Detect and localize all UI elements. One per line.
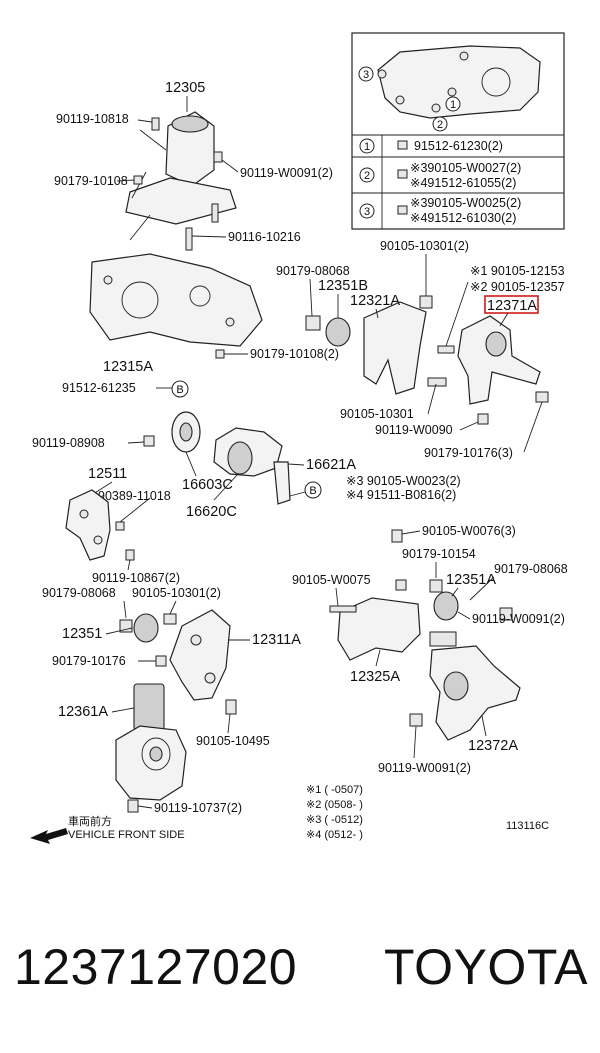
callout-90179-08068-right: 90179-08068	[494, 562, 568, 576]
svg-text:2: 2	[364, 170, 370, 182]
inset-circle-1: 1	[445, 96, 461, 112]
idler-pulley	[143, 411, 201, 453]
diagram-code: 113116C	[506, 820, 549, 832]
mount-12372A	[409, 631, 521, 741]
callout-12511: 12511	[88, 466, 127, 482]
part-number: 1237127020	[14, 939, 298, 995]
callout-90116-10216: 90116-10216	[228, 230, 301, 244]
svg-text:※491512-61055(2): ※491512-61055(2)	[410, 176, 516, 190]
note-1: ※1 ( -0507)	[306, 784, 363, 796]
note-3: ※3 ( -0512)	[306, 814, 363, 826]
front-label-jp: 車両前方	[68, 814, 112, 828]
mount-12351A	[429, 579, 513, 621]
bracket-12321A	[363, 295, 455, 395]
callout-90389-11018: 90389-11018	[98, 489, 171, 503]
svg-text:B: B	[176, 384, 183, 396]
footer: 1237127020 TOYOTA	[0, 938, 600, 1008]
svg-text:3: 3	[363, 69, 369, 81]
inset-row-3: 3 ※390105-W0025(2) ※491512-61030(2)	[359, 196, 521, 225]
notes: ※1 ( -0507) ※2 (0508- ) ※3 ( -0512) ※4 (…	[306, 784, 363, 841]
callout-12371A-highlight: 12371A	[484, 295, 539, 314]
callout-12321A: 12321A	[350, 293, 400, 309]
callout-91512-61235: 91512-61235	[62, 381, 136, 395]
callout-12361A: 12361A	[58, 704, 108, 720]
callout-90179-10108: 90179-10108	[54, 174, 128, 188]
callout-x2-90105-12357: ※2 90105-12357	[470, 280, 565, 294]
note-2: ※2 (0508- )	[306, 799, 363, 811]
callout-90179-10154: 90179-10154	[402, 547, 476, 561]
callout-90119-10818: 90119-10818	[56, 112, 129, 126]
callout-90119-W0090: 90119-W0090	[375, 423, 453, 437]
marker-b-mid: B	[304, 481, 322, 499]
callout-12351: 12351	[62, 626, 102, 642]
callout-90119-08908: 90119-08908	[32, 436, 105, 450]
svg-text:※491512-61030(2): ※491512-61030(2)	[410, 211, 516, 225]
bracket-12325A	[329, 579, 421, 661]
callout-90179-10176-3: 90179-10176(3)	[424, 446, 513, 460]
callout-90119-W0091-bottom: 90119-W0091(2)	[378, 761, 471, 775]
svg-text:1: 1	[450, 99, 456, 111]
svg-text:1: 1	[364, 141, 370, 153]
svg-text:91512-61230(2): 91512-61230(2)	[414, 139, 503, 153]
callout-16621A: 16621A	[306, 457, 356, 473]
callout-x1-90105-12153: ※1 90105-12153	[470, 264, 565, 278]
callout-12315A: 12315A	[103, 359, 153, 375]
callout-12351A: 12351A	[446, 572, 496, 588]
callout-90105-W0076: 90105-W0076(3)	[422, 524, 516, 538]
mount-12371A	[457, 315, 549, 425]
bracket-12311A	[155, 609, 237, 715]
mount-12351B	[305, 315, 351, 347]
vehicle-front-arrow-icon	[30, 828, 68, 844]
callout-90105-10301-left: 90105-10301(2)	[132, 586, 221, 600]
callout-12305: 12305	[165, 80, 205, 96]
inset-circle-2: 2	[432, 116, 448, 132]
callout-90179-10176-left: 90179-10176	[52, 654, 126, 668]
callout-90105-10301-mid: 90105-10301	[340, 407, 414, 421]
inset-row-1: 1 91512-61230(2)	[359, 138, 503, 154]
callout-12372A: 12372A	[468, 738, 518, 754]
callout-90119-W0091-right: 90119-W0091(2)	[472, 612, 565, 626]
bracket-12315A	[89, 253, 263, 359]
engine-mount-12305	[125, 111, 237, 251]
inset-row-2: 2 ※390105-W0027(2) ※491512-61055(2)	[359, 161, 521, 190]
callout-90105-W0075: 90105-W0075	[292, 573, 371, 587]
callout-90179-08068-top: 90179-08068	[276, 264, 350, 278]
callout-90119-10737: 90119-10737(2)	[154, 801, 242, 815]
svg-text:B: B	[309, 485, 316, 497]
tensioner-16620C	[213, 427, 291, 505]
callout-90119-W0091-top: 90119-W0091(2)	[240, 166, 333, 180]
note-4: ※4 (0512- )	[306, 829, 363, 841]
inset-circle-3: 3	[358, 66, 374, 82]
callout-90105-10495: 90105-10495	[196, 734, 270, 748]
inset-panel: 1 2 3 1 91512-61230(2) 2 ※390105-W0027(2…	[351, 32, 565, 230]
callout-16603C: 16603C	[182, 477, 233, 493]
mount-12351	[119, 613, 177, 643]
callout-90119-10867: 90119-10867(2)	[92, 571, 180, 585]
callout-12311A: 12311A	[252, 632, 301, 648]
callout-90179-08068-left: 90179-08068	[42, 586, 116, 600]
brand-name: TOYOTA	[384, 939, 588, 995]
callout-x4-91511-B0816: ※4 91511-B0816(2)	[346, 488, 456, 502]
callout-12351B: 12351B	[318, 278, 368, 294]
svg-text:※390105-W0027(2): ※390105-W0027(2)	[410, 161, 521, 175]
timing-cover-outline	[377, 45, 541, 119]
callout-12325A: 12325A	[350, 669, 400, 685]
callout-90105-10301-top: 90105-10301(2)	[380, 239, 469, 253]
callout-x3-90105-W0023: ※3 90105-W0023(2)	[346, 474, 461, 488]
mount-12361A	[115, 683, 187, 813]
callout-16620C: 16620C	[186, 504, 237, 520]
svg-text:2: 2	[437, 119, 443, 131]
callout-90179-10108-2: 90179-10108(2)	[250, 347, 339, 361]
svg-text:3: 3	[364, 206, 370, 218]
marker-b-top: B	[171, 380, 189, 398]
front-label-en: VEHICLE FRONT SIDE	[68, 829, 185, 841]
svg-text:※390105-W0025(2): ※390105-W0025(2)	[410, 196, 521, 210]
callout-12371A: 12371A	[487, 298, 537, 314]
